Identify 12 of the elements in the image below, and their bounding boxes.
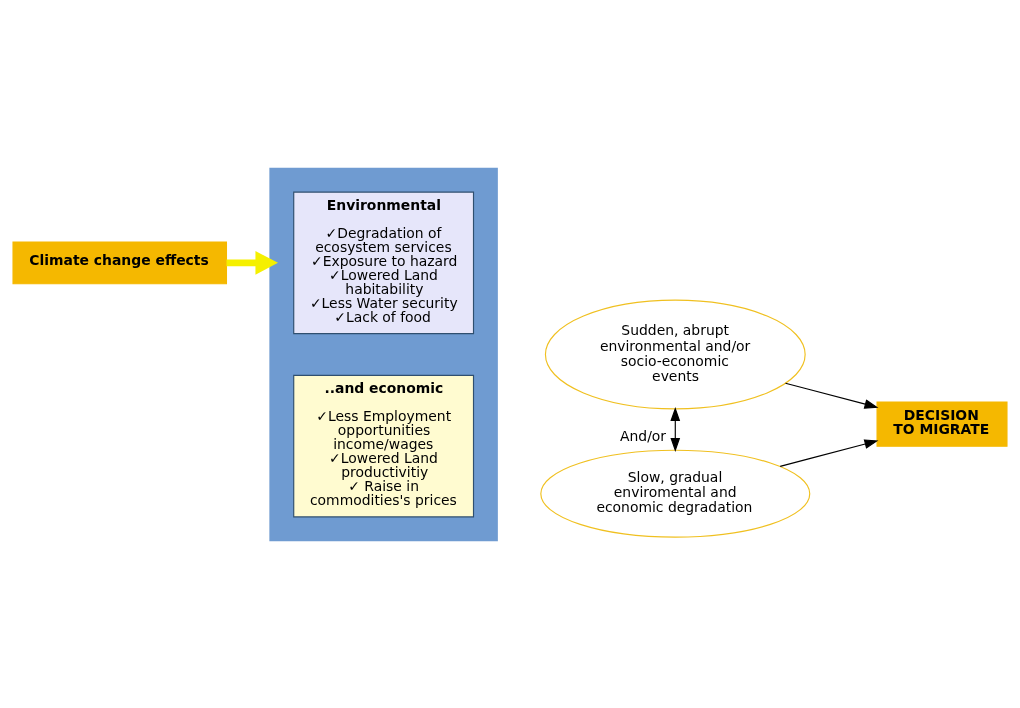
arrow — [779, 438, 879, 467]
node-ellipse: Slow, gradual enviromental and economic degradation — [540, 449, 811, 538]
edge-label: And/or — [620, 427, 667, 444]
node-ellipse: Sudden, abrupt environmental and/or socio-economic events — [544, 299, 806, 409]
cluster — [269, 167, 498, 541]
arrow — [226, 250, 278, 275]
node-box: Environmental ✓Degradation of ecosystem services ✓Exposure to hazard ✓Lowered Land habitability ✓Less Water security ✓Lack of food — [293, 191, 475, 334]
node-box: ..and economic ✓Less Employment opportunities income/wages ✓Lowered Land productivitiy ✓ Raise in commodities's prices — [293, 374, 475, 517]
arrow — [784, 382, 879, 409]
node-box: Climate change effects — [12, 240, 228, 284]
node-box: DECISION TO MIGRATE — [876, 401, 1008, 447]
arrow — [670, 406, 681, 452]
